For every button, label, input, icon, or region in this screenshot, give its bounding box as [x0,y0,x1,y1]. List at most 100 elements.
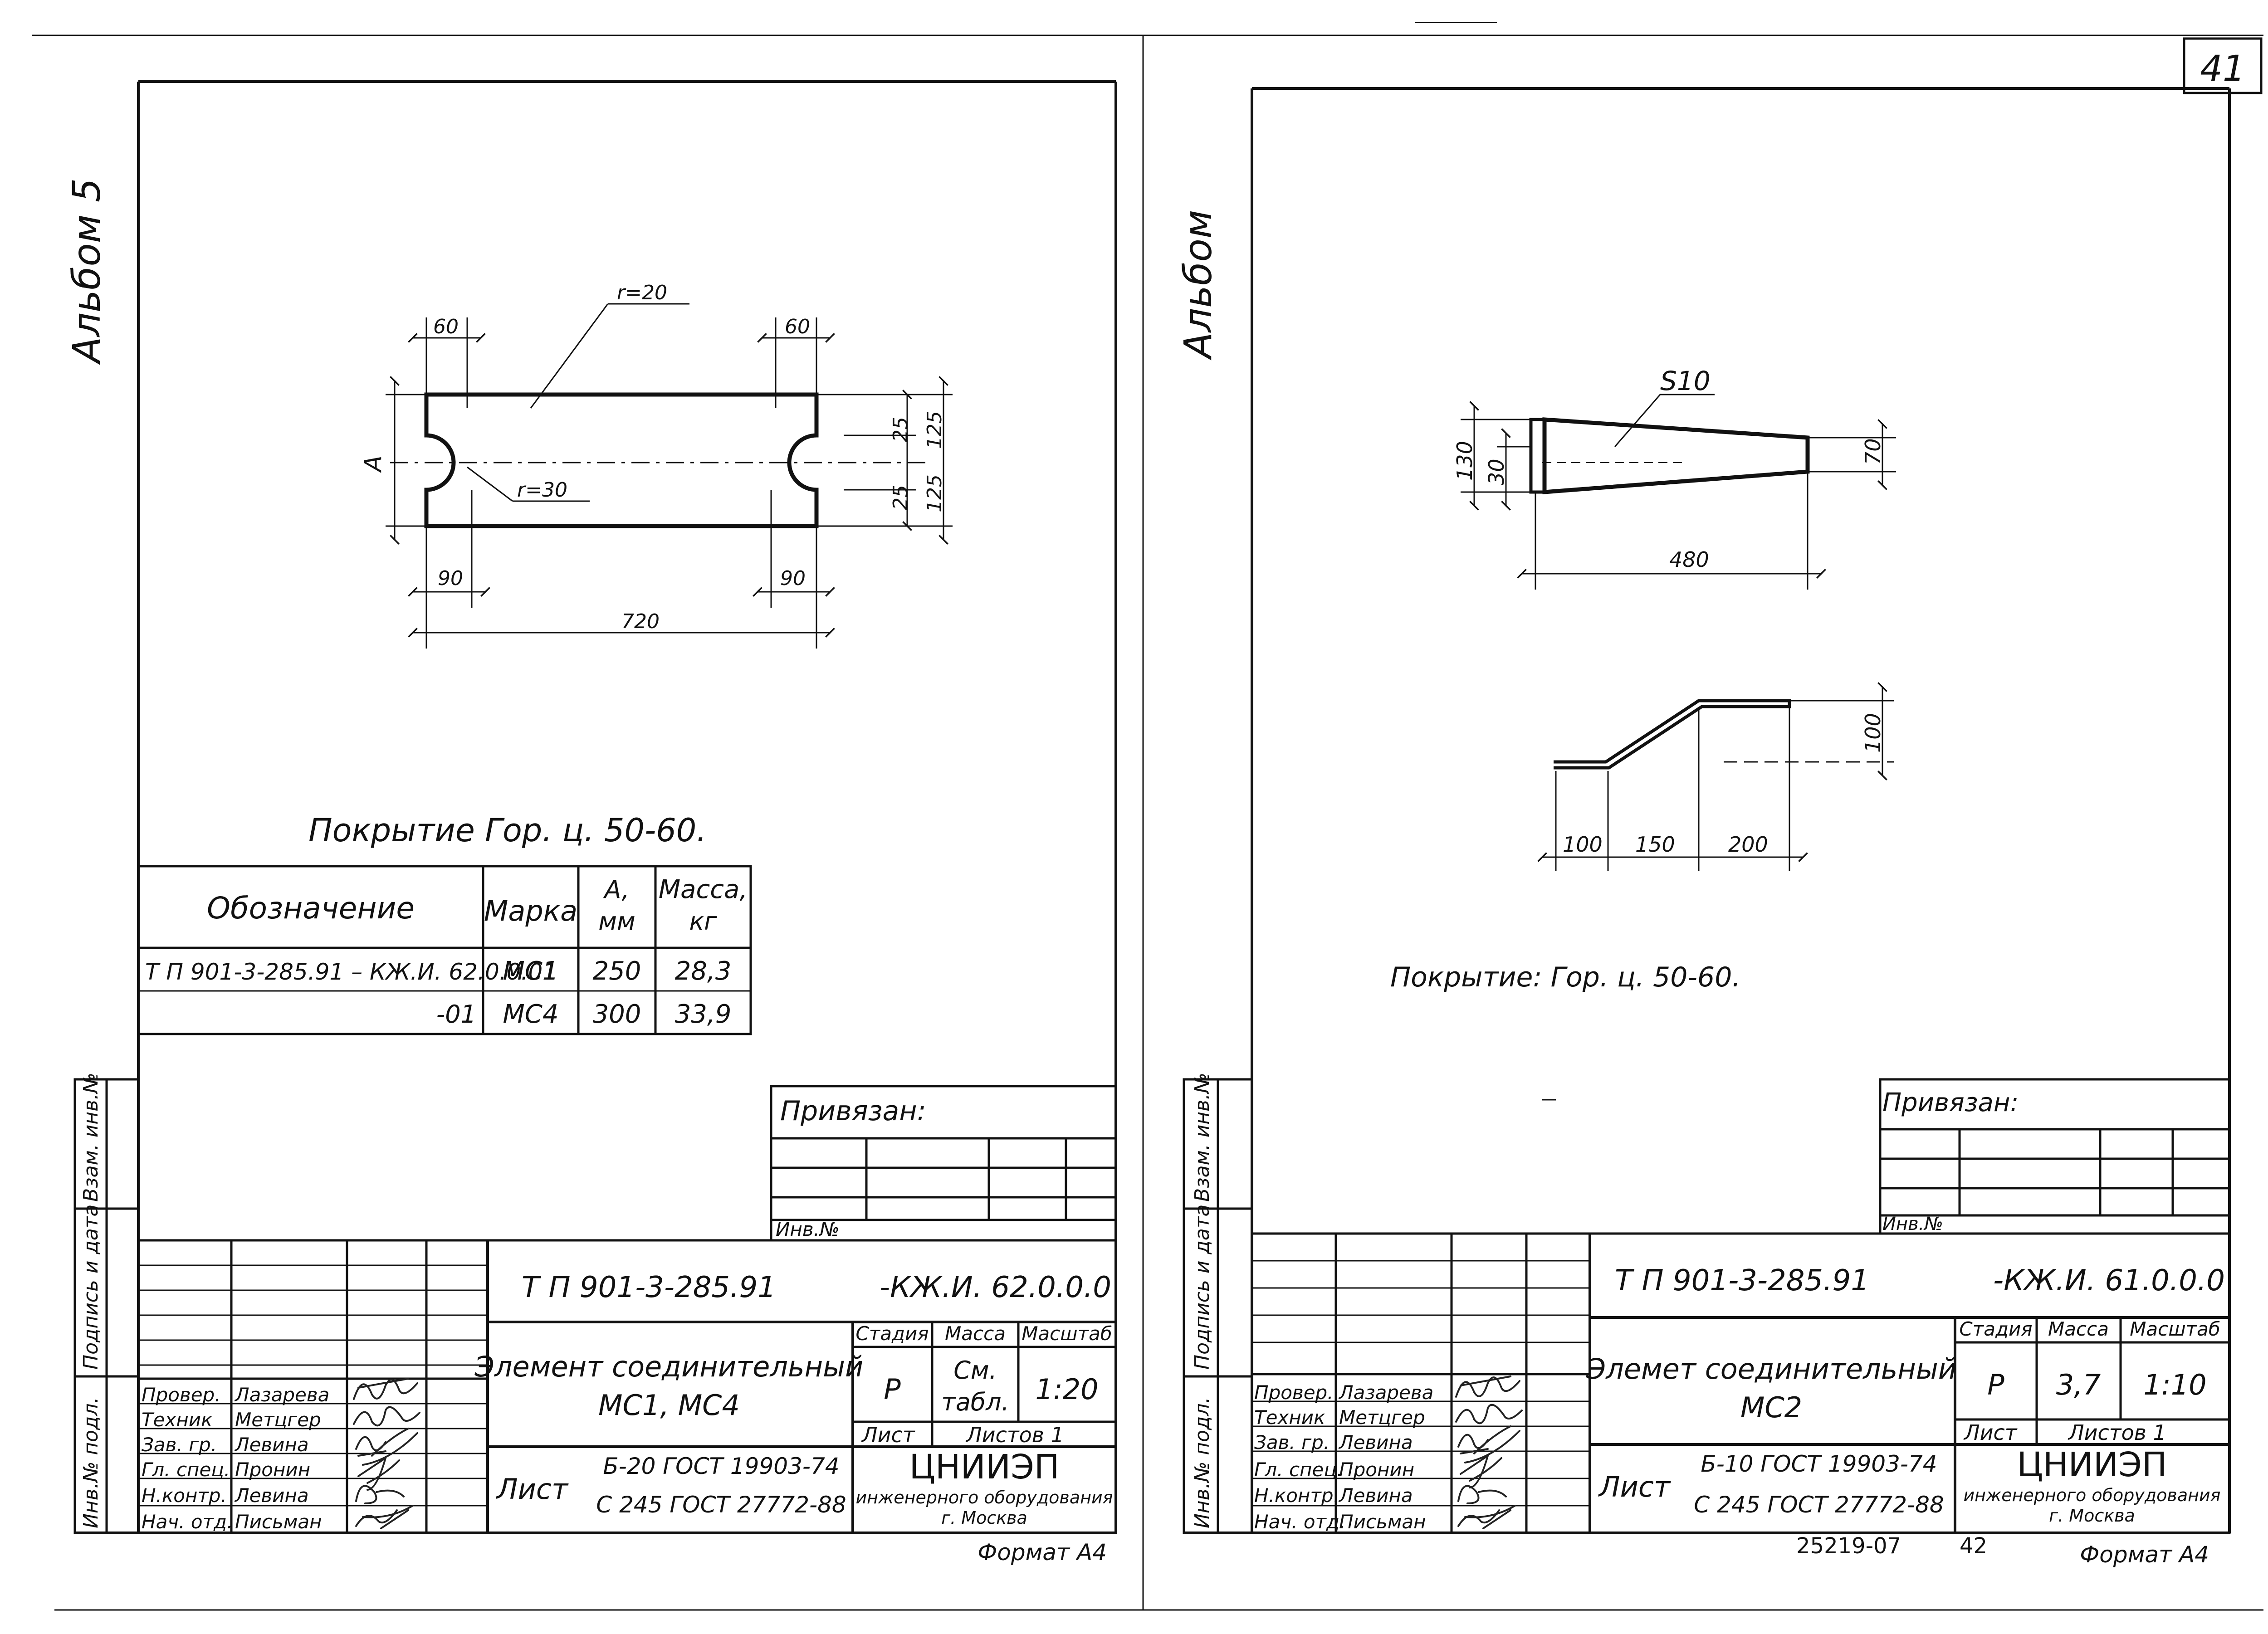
spec-row-1-a: 250 [593,956,641,986]
tb-name-r1: Лазарева [234,1384,329,1406]
tb-name-r6: Письман [235,1511,322,1533]
tb-scale-header-right: Масштаб [2130,1318,2220,1340]
spec-header-designation: Обозначение [207,891,415,926]
tb-sheet-header: Лист [861,1423,915,1447]
signatures-right [1455,1375,1523,1529]
tb-name-1: Элемент соединительный [474,1350,864,1383]
binding-inv-right: Инв.№ [1882,1214,1943,1234]
title-block-right: Т П 901-3-285.91 -КЖ.И. 61.0.0.0 Элемет … [1251,1232,2231,1568]
side-label-inv-sub-right: Взам. инв.№ [1191,1073,1214,1202]
tb-stage-header: Стадия [855,1322,929,1345]
dim-25-bottom: 25 [889,485,912,510]
spec-header-mass-unit: кг [689,907,718,936]
sheet-number: 41 [2200,49,2245,89]
spec-row-1-mass: 28,3 [675,956,732,986]
page-borders [32,22,2263,1611]
tb-org-1: ЦНИИЭП [909,1448,1059,1487]
tb-material-prefix-right: Лист [1598,1470,1671,1503]
tb-role-2-right: Техник [1254,1406,1325,1429]
dim-125-bottom: 125 [923,474,946,512]
spec-header-a: A, [603,875,629,904]
tb-project-code-right: Т П 901-3-285.91 [1615,1264,1869,1297]
part-drawing-mc1: r=20 r=30 60 60 90 90 720 A 25 25 125 12… [360,281,953,649]
tb-role-5: Н.контр. [142,1484,227,1507]
tb-name-2-right: МС2 [1740,1391,1802,1424]
album-label: Альбом 5 [64,178,109,365]
tb-name-r3-right: Левина [1338,1431,1413,1454]
tb-stage-header-right: Стадия [1959,1318,2032,1340]
side-label-inv-orig-right: Инв.№ подл. [1191,1397,1214,1528]
tb-mass-right: 3,7 [2056,1368,2101,1401]
tb-doc-code-right: -КЖ.И. 61.0.0.0 [1993,1264,2225,1297]
tb-name-2: МС1, МС4 [598,1389,740,1422]
tb-project-code: Т П 901-3-285.91 [522,1271,776,1304]
spec-row-1-mark: МС1 [503,956,558,986]
dim-r30: r=30 [517,478,567,502]
tb-org-2-right: инженерного оборудования [1963,1485,2220,1505]
tb-org-3-right: г. Москва [2049,1506,2135,1526]
tb-name-r3: Левина [234,1434,309,1456]
side-label-inv-sub: Взам. инв.№ [79,1073,103,1202]
title-block: Т П 901-3-285.91 -КЖ.И. 62.0.0.0 Элемент… [137,1239,1117,1566]
tb-material-prefix: Лист [496,1473,569,1506]
tb-name-r2-right: Метцгер [1339,1406,1425,1429]
dim-r20: r=20 [617,281,667,304]
tb-material-2-right: С 245 ГОСТ 27772-88 [1694,1492,1944,1518]
dim-720: 720 [621,610,660,633]
tb-name-r1-right: Лазарева [1338,1381,1433,1404]
tb-org-2: инженерного оборудования [855,1488,1113,1507]
tb-name-r5-right: Левина [1338,1484,1413,1507]
album-label-right: Альбом [1176,210,1220,361]
dim-480: 480 [1669,547,1709,572]
tb-scale-header: Масштаб [1022,1322,1112,1345]
left-sheet: Альбом 5 Взам. инв.№ Подпись и дата Инв.… [64,80,1117,1566]
spec-row-2-a: 300 [593,1000,641,1029]
tb-name-r2: Метцгер [235,1409,321,1431]
dim-100: 100 [1563,832,1603,857]
spec-header-a-unit: мм [598,907,635,936]
spec-row-1-designation: Т П 901-3-285.91 – КЖ.И. 62.0.0.01 [145,959,557,985]
part-drawing-mc2-profile: 100 100 150 200 [1537,682,1894,871]
dim-125-top: 125 [923,411,946,449]
tb-mass-1: См. [953,1356,997,1385]
tb-mass-header-right: Масса [2048,1318,2109,1340]
right-sheet: Альбом Взам. инв.№ Подпись и дата Инв.№ … [1176,87,2231,1568]
tb-format-right: Формат А4 [2080,1541,2209,1568]
tb-material-1-right: Б-10 ГОСТ 19903-74 [1701,1451,1937,1477]
spec-header-mass: Масса, [659,875,748,904]
tb-scale: 1:20 [1035,1373,1098,1406]
tb-role-2: Техник [142,1409,213,1431]
tb-mass-header: Масса [945,1322,1006,1345]
tb-mass-2: табл. [941,1388,1009,1416]
dim-60-right: 60 [785,315,810,338]
tb-name-r5: Левина [234,1484,309,1507]
coating-note: Покрытие Гор. ц. 50-60. [308,812,707,849]
spec-table: Обозначение Марка A, мм Масса, кг Т П 90… [137,865,752,1035]
tb-role-6: Нач. отд. [142,1511,233,1533]
dim-100-height: 100 [1861,713,1885,753]
dim-70: 70 [1861,438,1885,465]
binding-box-right: Привязан: Инв.№ [1879,1078,2231,1235]
binding-title-right: Привязан: [1882,1088,2019,1117]
spec-row-2-mark: МС4 [503,1000,558,1029]
spec-row-2-mass: 33,9 [675,1000,732,1029]
binding-box: Привязан: Инв.№ [770,1085,1117,1242]
side-label-sign-date: Подпись и дата [79,1205,103,1370]
binding-title: Привязан: [780,1095,926,1127]
tb-role-4-right: Гл. спец. [1254,1458,1343,1481]
dim-150: 150 [1635,832,1675,857]
part-drawing-mc2-plan: S10 130 30 70 480 [1452,366,1896,590]
tb-name-r4: Пронин [235,1458,310,1481]
dim-200: 200 [1728,832,1768,857]
tb-role-5-right: Н.контр. [1254,1484,1339,1507]
tb-org-3: г. Москва [941,1508,1027,1528]
dim-30: 30 [1484,458,1509,485]
tb-material-1: Б-20 ГОСТ 19903-74 [603,1453,839,1479]
spec-header-mark: Марка [484,894,577,927]
spec-row-2-designation: -01 [436,1000,476,1029]
bottom-code: 25219-07 [1796,1533,1901,1559]
sheet-number-box: 41 [2183,37,2263,94]
bottom-page: 42 [1960,1533,1987,1559]
tb-scale-right: 1:10 [2143,1368,2206,1401]
